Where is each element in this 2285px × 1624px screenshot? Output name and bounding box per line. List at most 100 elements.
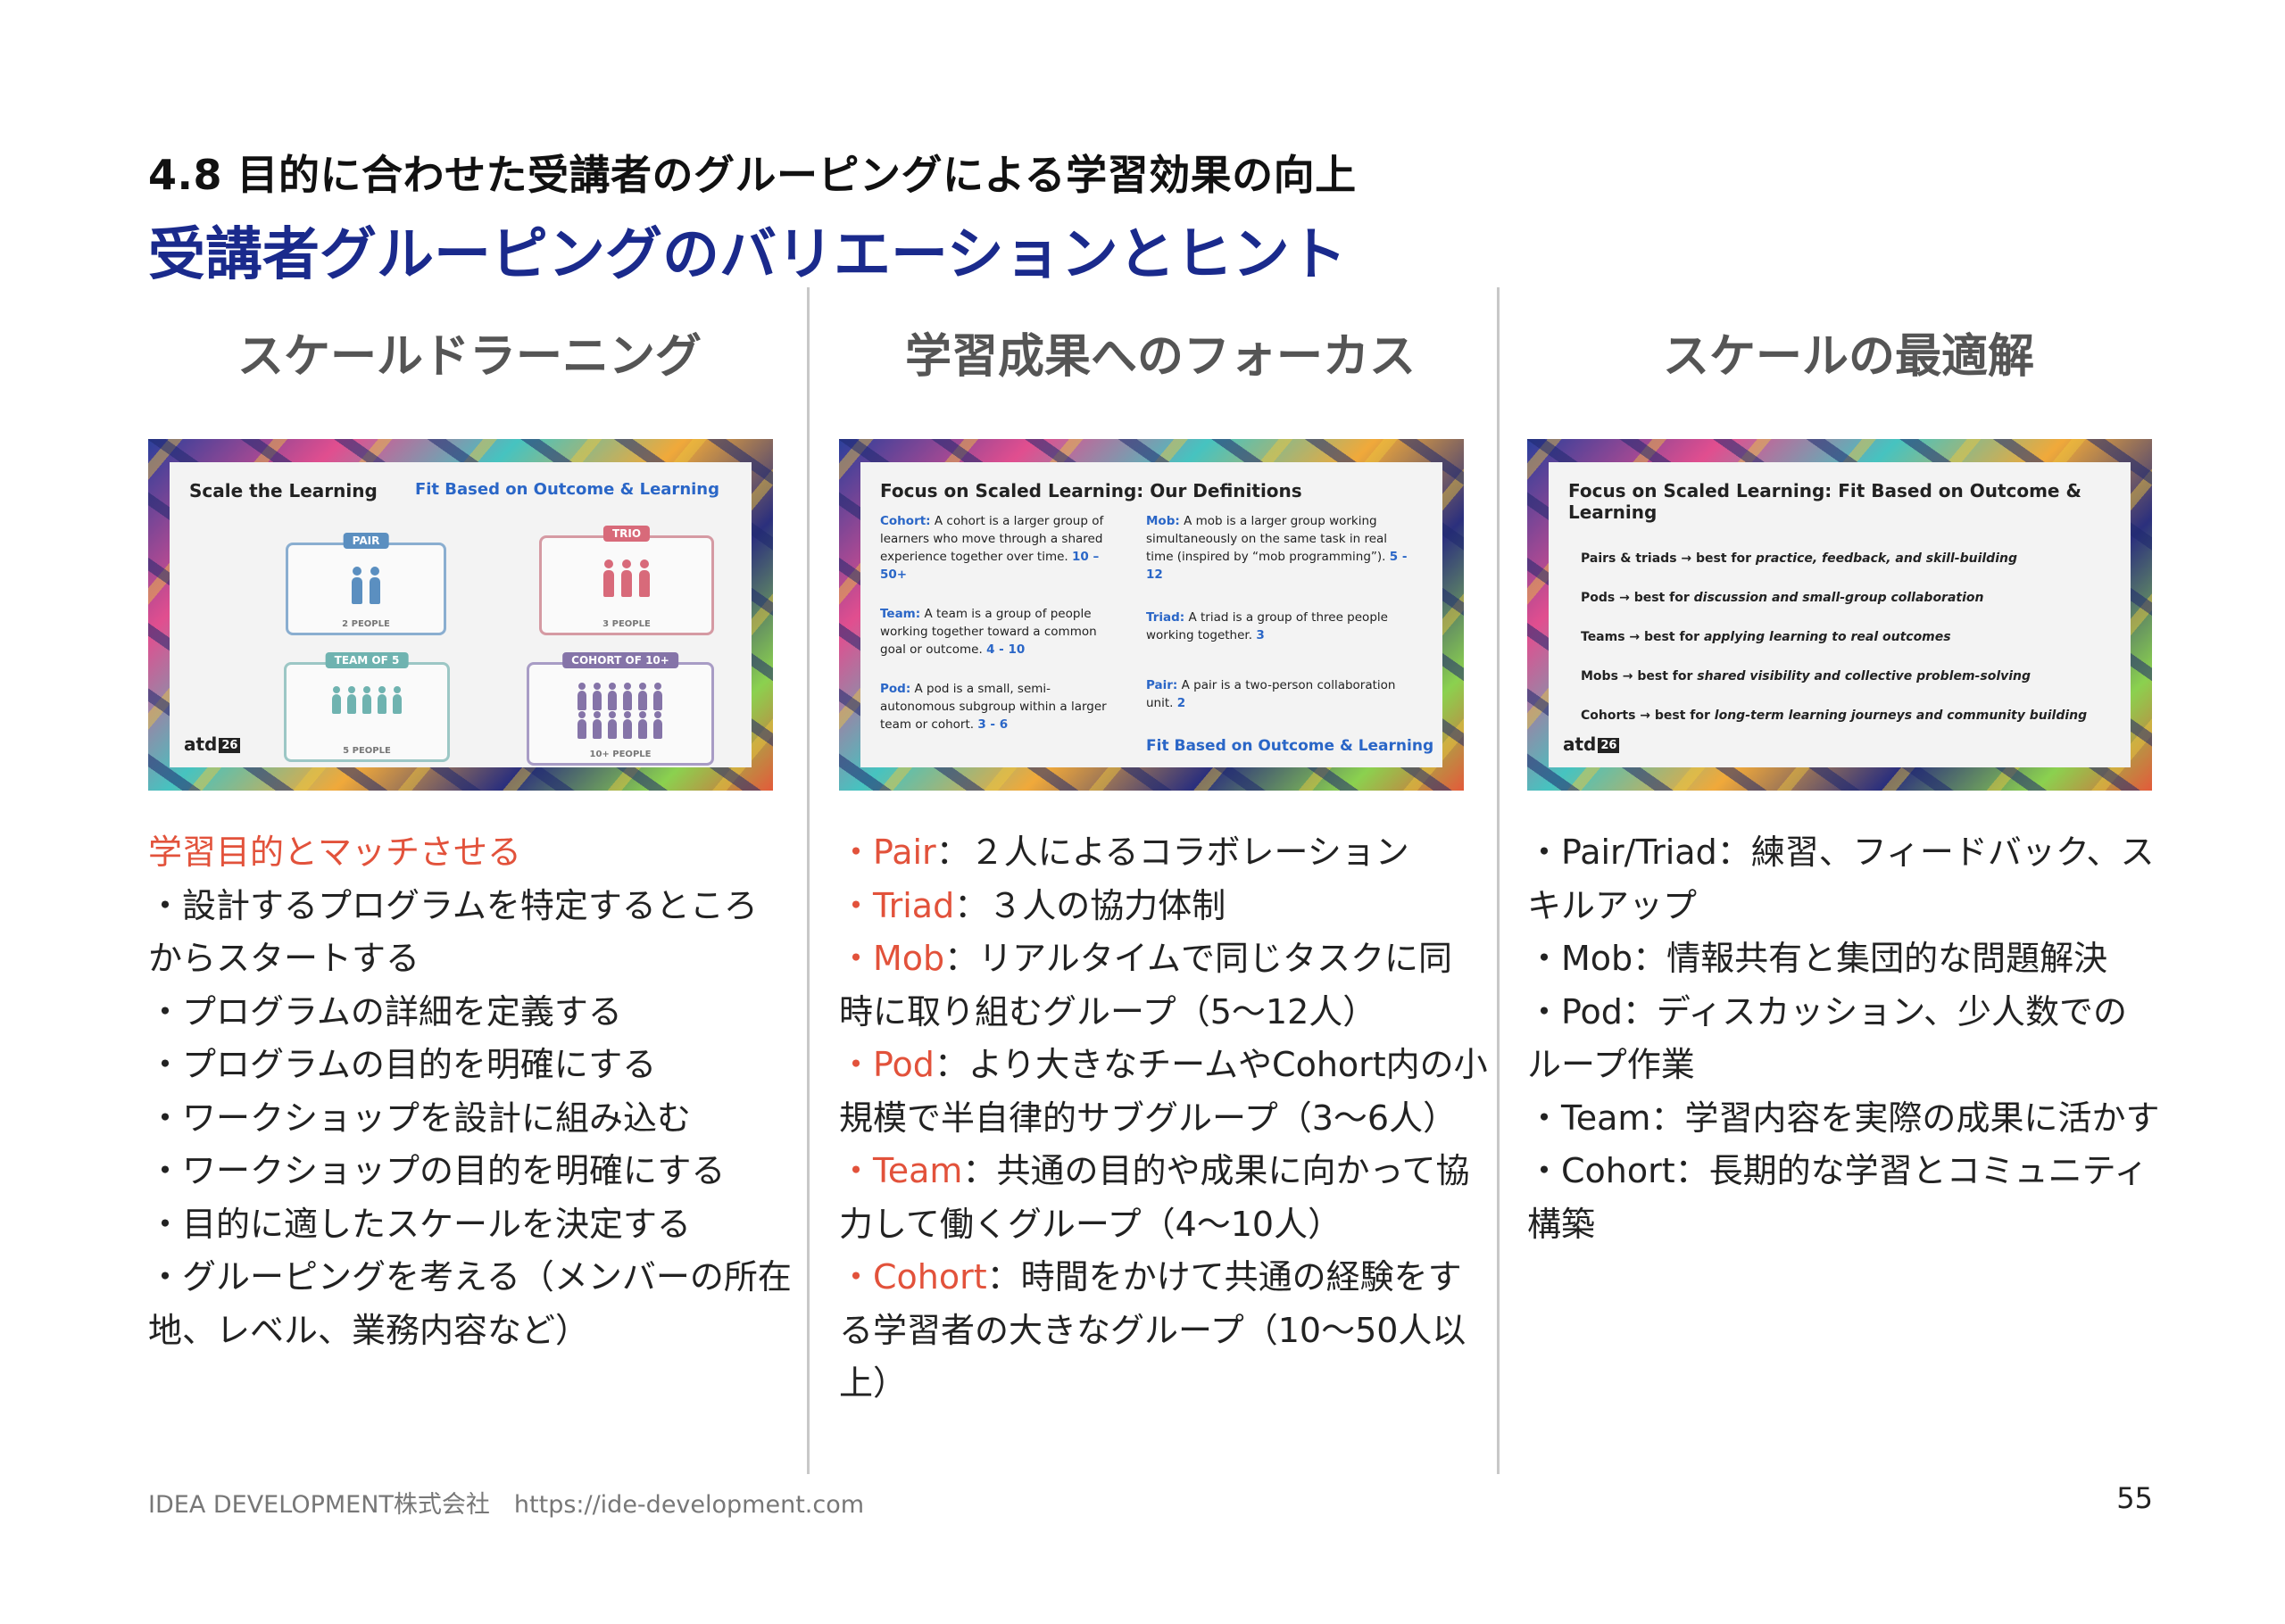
- definition-team: Team: A team is a group of people workin…: [880, 607, 1097, 657]
- body-line: からスタートする: [148, 939, 420, 978]
- group-label: COHORT OF 10+: [562, 652, 678, 668]
- column-heading: 学習成果へのフォーカス: [904, 330, 1416, 384]
- fit-list: Pairs & triads → best for practice, feed…: [1568, 539, 2111, 735]
- slide-title: Focus on Scaled Learning: Our Definition…: [880, 480, 1302, 501]
- slide-accent-text: Fit Based on Outcome & Learning: [1146, 737, 1434, 755]
- column-body: ・Pair：２人によるコラボレーション ・Triad：３人の協力体制 ・Mob：…: [839, 826, 1488, 1411]
- body-line: ・ワークショップの目的を明確にする: [148, 1151, 726, 1190]
- body-line: ・プログラムの詳細を定義する: [148, 991, 622, 1032]
- person-icon: [350, 567, 364, 606]
- list-item: ・Pod：より大きなチームやCohort内の小: [839, 1045, 1488, 1084]
- list-item: Pairs & triads → best for practice, feed…: [1581, 551, 2017, 566]
- body-line: ・Cohort：長期的な学習とコミュニティ: [1527, 1151, 2148, 1190]
- body-line: 構築: [1527, 1204, 1596, 1244]
- person-icon: [652, 683, 664, 711]
- definition-pair: Pair: A pair is a two-person collaborati…: [1146, 678, 1396, 710]
- definition-mob: Mob: A mob is a larger group working sim…: [1146, 514, 1408, 582]
- definition-triad: Triad: A triad is a group of three peopl…: [1146, 610, 1388, 642]
- person-icon: [368, 567, 382, 606]
- column-outcome-focus: 学習成果へのフォーカス Focus on Scaled Learning: Ou…: [839, 321, 1488, 1411]
- slide-title: Scale the Learning: [189, 480, 378, 501]
- group-caption: 10+ PEOPLE: [589, 750, 652, 759]
- person-icon: [392, 686, 403, 715]
- slide-content: Focus on Scaled Learning: Our Definition…: [860, 462, 1442, 767]
- list-item-cont: る学習者の大きなグループ（10〜50人以: [839, 1310, 1467, 1350]
- body-line: キルアップ: [1527, 885, 1698, 925]
- list-item-cont: 力して働くグループ（4〜10人）: [839, 1204, 1342, 1244]
- group-label: PAIR: [343, 533, 389, 549]
- person-icon: [592, 683, 603, 711]
- list-item-cont: 時に取り組むグループ（5〜12人）: [839, 991, 1377, 1032]
- column-scale-optimum: スケールの最適解 Focus on Scaled Learning: Fit B…: [1527, 321, 2170, 1251]
- column-scaled-learning: スケールドラーニング Scale the Learning Fit Based …: [148, 321, 792, 1357]
- person-icon: [607, 711, 619, 740]
- header: 4.8 目的に合わせた受講者のグルーピングによる学習効果の向上 受講者グルーピン…: [148, 143, 2165, 291]
- list-item-cont: 上）: [839, 1363, 908, 1403]
- body-line: ・Team：学習内容を実際の成果に活かす: [1527, 1098, 2160, 1138]
- list-item: Cohorts → best for long-term learning jo…: [1581, 708, 2088, 723]
- body-line: ・Pair/Triad：練習、フィードバック、ス: [1527, 833, 2155, 872]
- person-icon: [577, 711, 588, 740]
- body-line: ・目的に適したスケールを決定する: [148, 1204, 692, 1244]
- group-box-pair: PAIR 2 PEOPLE: [286, 533, 446, 635]
- list-item: ・Cohort：時間をかけて共通の経験をす: [839, 1257, 1462, 1297]
- page-title: 受講者グルーピングのバリエーションとヒント: [148, 222, 1347, 288]
- slide-image-definitions: Focus on Scaled Learning: Our Definition…: [839, 439, 1464, 791]
- body-line: 地、レベル、業務内容など）: [148, 1310, 590, 1350]
- slide-content: Scale the Learning Fit Based on Outcome …: [170, 462, 752, 767]
- person-icon: [619, 559, 634, 599]
- group-label: TRIO: [602, 526, 651, 542]
- slide-image-fit-based: Focus on Scaled Learning: Fit Based on O…: [1527, 439, 2152, 791]
- column-body: 学習目的とマッチさせる ・設計するプログラムを特定するところ からスタートする …: [148, 826, 792, 1357]
- person-icon: [602, 559, 616, 599]
- slide-accent-text: Fit Based on Outcome & Learning: [414, 480, 719, 499]
- person-icon: [622, 683, 634, 711]
- person-icon: [622, 711, 634, 740]
- person-icon: [346, 686, 358, 715]
- column-divider: [1497, 287, 1500, 1474]
- person-icon: [607, 683, 619, 711]
- group-box-cohort: COHORT OF 10+ 10+ PEOPLE: [527, 652, 714, 766]
- person-icon: [377, 686, 388, 715]
- group-box-team-of-5: TEAM OF 5 5 PEOPLE: [284, 652, 450, 762]
- column-heading: スケールの最適解: [1662, 330, 2034, 384]
- body-line: ・プログラムの目的を明確にする: [148, 1045, 657, 1084]
- definition-pod: Pod: A pod is a small, semi-autonomous s…: [880, 682, 1107, 732]
- list-item: Mobs → best for shared visibility and co…: [1581, 669, 2032, 684]
- slide-title: Focus on Scaled Learning: Fit Based on O…: [1568, 480, 2081, 523]
- person-icon: [637, 683, 649, 711]
- group-caption: 2 PEOPLE: [342, 619, 390, 629]
- person-icon: [331, 686, 343, 715]
- body-line: ・Pod：ディスカッション、少人数での: [1527, 991, 2127, 1032]
- body-line: ・グルーピングを考える（メンバーの所在: [148, 1257, 792, 1297]
- slide-image-scale-the-learning: Scale the Learning Fit Based on Outcome …: [148, 439, 773, 791]
- list-item: Teams → best for applying learning to re…: [1581, 630, 1951, 644]
- slide-content: Focus on Scaled Learning: Fit Based on O…: [1549, 462, 2131, 767]
- body-line: ループ作業: [1527, 1045, 1695, 1084]
- person-icon: [637, 711, 649, 740]
- body-heading: 学習目的とマッチさせる: [148, 833, 522, 872]
- column-body: ・Pair/Triad：練習、フィードバック、ス キルアップ ・Mob：情報共有…: [1527, 826, 2170, 1251]
- list-item-cont: 規模で半自律的サブグループ（3〜6人）: [839, 1098, 1458, 1138]
- list-item: ・Triad：３人の協力体制: [839, 885, 1226, 925]
- person-icon: [637, 559, 652, 599]
- group-caption: 5 PEOPLE: [343, 746, 391, 756]
- person-icon: [592, 711, 603, 740]
- group-box-trio: TRIO 3 PEOPLE: [539, 526, 714, 635]
- list-item: ・Mob：リアルタイムで同じタスクに同: [839, 939, 1453, 978]
- list-item: Pods → best for discussion and small-gro…: [1581, 591, 1984, 605]
- list-item: ・Team：共通の目的や成果に向かって協: [839, 1151, 1470, 1190]
- footer-company: IDEA DEVELOPMENT株式会社 https://ide-develop…: [148, 1491, 865, 1519]
- person-icon: [577, 683, 588, 711]
- person-icon: [361, 686, 373, 715]
- body-line: ・ワークショップを設計に組み込む: [148, 1098, 692, 1138]
- section-title: 4.8 目的に合わせた受講者のグルーピングによる学習効果の向上: [148, 151, 1357, 199]
- list-item: ・Pair：２人によるコラボレーション: [839, 833, 1409, 872]
- column-divider: [807, 287, 810, 1474]
- group-caption: 3 PEOPLE: [602, 619, 651, 629]
- body-line: ・設計するプログラムを特定するところ: [148, 885, 758, 925]
- group-label: TEAM OF 5: [325, 652, 409, 668]
- page-number: 55: [2116, 1481, 2153, 1515]
